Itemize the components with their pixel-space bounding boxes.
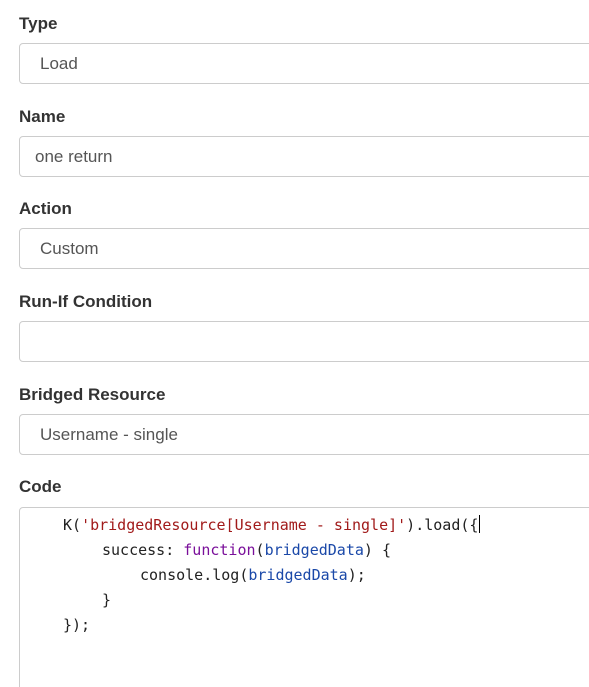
run-if-label: Run-If Condition bbox=[19, 292, 153, 311]
code-string: 'bridgedResource[Username - single]' bbox=[81, 516, 407, 534]
name-input[interactable]: one return bbox=[19, 136, 589, 177]
bridged-resource-label: Bridged Resource bbox=[19, 385, 166, 404]
code-line-1: K('bridgedResource[Username - single]').… bbox=[63, 513, 481, 537]
code-line-3: console.log(bridgedData); bbox=[140, 563, 366, 587]
type-label: Type bbox=[19, 14, 58, 33]
code-token: console.log( bbox=[140, 566, 249, 584]
code-variable: bridgedData bbox=[248, 566, 348, 584]
type-select[interactable]: Load bbox=[19, 43, 589, 84]
action-select[interactable]: Custom bbox=[19, 228, 589, 269]
code-line-2: success: function(bridgedData) { bbox=[102, 538, 391, 562]
code-label: Code bbox=[19, 477, 62, 496]
code-line-5: }); bbox=[63, 616, 91, 634]
code-token: ) { bbox=[363, 541, 391, 559]
text-cursor bbox=[479, 515, 481, 533]
code-token: ( bbox=[255, 541, 265, 559]
code-token: ).load({ bbox=[406, 516, 479, 534]
name-label: Name bbox=[19, 107, 66, 126]
code-token: ); bbox=[347, 566, 366, 584]
code-token: K( bbox=[63, 516, 82, 534]
run-if-input[interactable] bbox=[19, 321, 589, 362]
code-line-4: } bbox=[102, 591, 112, 609]
code-variable: bridgedData bbox=[264, 541, 364, 559]
bridged-resource-select[interactable]: Username - single bbox=[19, 414, 589, 455]
code-keyword: function bbox=[183, 541, 256, 559]
code-editor[interactable]: K('bridgedResource[Username - single]').… bbox=[19, 507, 589, 687]
action-label: Action bbox=[19, 199, 72, 218]
code-token: success: bbox=[102, 541, 184, 559]
